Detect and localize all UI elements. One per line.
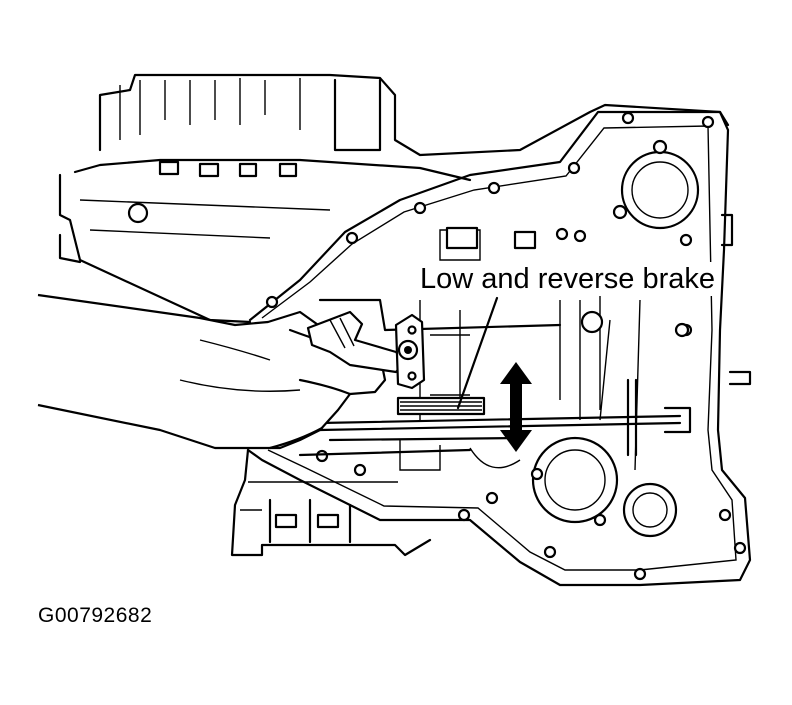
upper-housing xyxy=(58,73,730,324)
double-arrow-icon xyxy=(500,362,532,452)
low-and-reverse-brake xyxy=(396,396,486,416)
figure-id: G00792682 xyxy=(38,604,153,627)
shaft xyxy=(318,378,692,457)
lower-block xyxy=(230,448,432,557)
hand-illustration xyxy=(37,293,426,450)
callout-leader-line xyxy=(456,296,499,410)
callout-label: Low and reverse brake xyxy=(418,262,717,296)
bolt-holes xyxy=(265,111,747,581)
